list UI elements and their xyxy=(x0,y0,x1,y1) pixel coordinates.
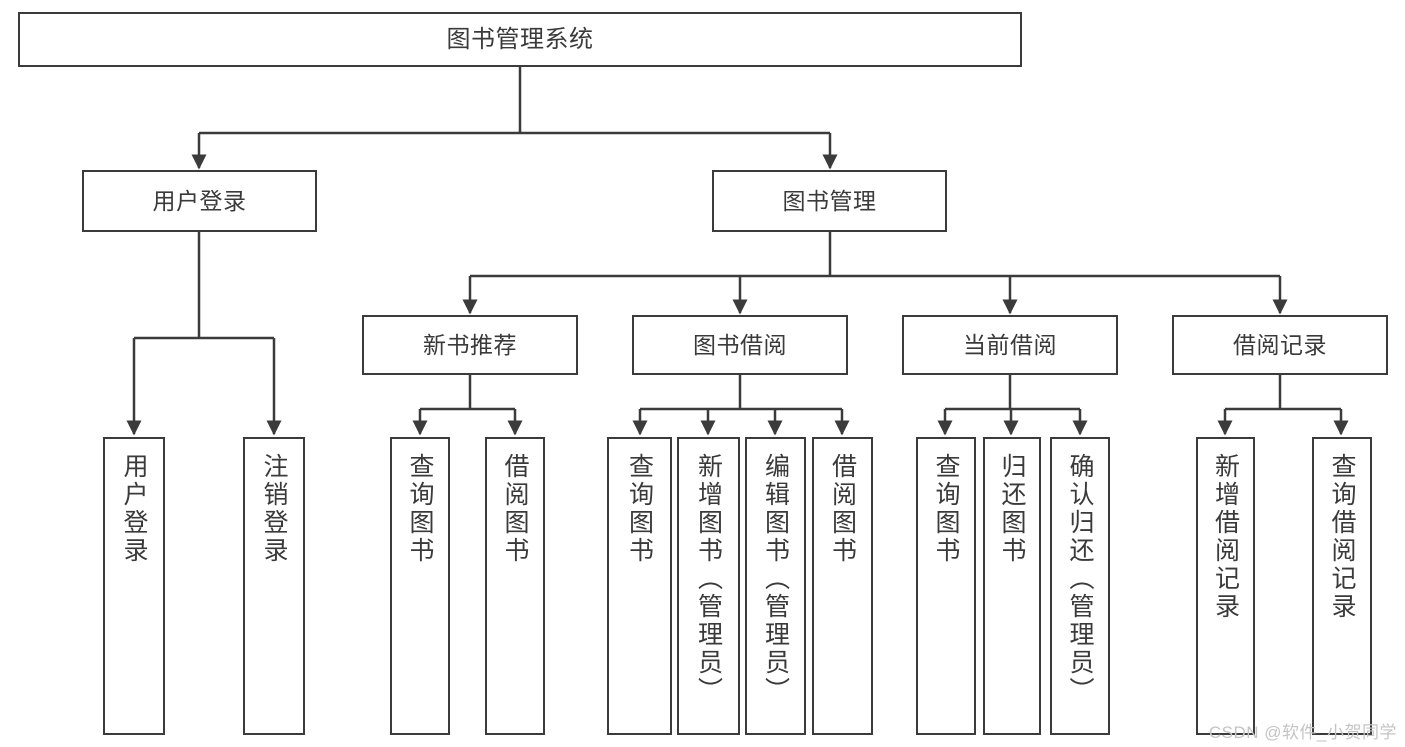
node-label: 借阅图书 xyxy=(828,453,857,565)
node-leaf-new-book-borrow[interactable]: 借阅图书 xyxy=(485,437,545,735)
node-leaf-book-borrow-add[interactable]: 新增图书（管理员） xyxy=(677,437,740,735)
node-label: 借阅图书 xyxy=(501,453,529,565)
node-label: 查询图书 xyxy=(625,453,654,565)
node-label: 用户登录 xyxy=(120,453,148,565)
node-label: 当前借阅 xyxy=(963,331,1057,358)
node-borrow-record[interactable]: 借阅记录 xyxy=(1172,315,1388,375)
node-leaf-user-login-login[interactable]: 用户登录 xyxy=(103,437,165,735)
node-leaf-current-borrow-query[interactable]: 查询图书 xyxy=(916,437,976,735)
node-leaf-current-borrow-return[interactable]: 归还图书 xyxy=(983,437,1041,735)
node-label: 用户登录 xyxy=(152,187,247,214)
node-leaf-current-borrow-confirm-return[interactable]: 确认归还（管理员） xyxy=(1050,437,1110,735)
node-label: 注销登录 xyxy=(260,453,288,565)
node-leaf-new-book-query[interactable]: 查询图书 xyxy=(390,437,450,735)
node-label: 查询图书 xyxy=(406,453,434,565)
node-label: 新书推荐 xyxy=(423,331,517,358)
node-label: 归还图书 xyxy=(998,453,1026,565)
node-label: 查询借阅记录 xyxy=(1328,453,1356,621)
node-leaf-book-borrow-query[interactable]: 查询图书 xyxy=(607,437,672,735)
node-label: 新增借阅记录 xyxy=(1211,453,1240,621)
node-leaf-borrow-record-add[interactable]: 新增借阅记录 xyxy=(1196,437,1255,735)
node-label: 借阅记录 xyxy=(1233,331,1327,358)
node-label: 新增图书（管理员） xyxy=(694,453,723,705)
node-book-management[interactable]: 图书管理 xyxy=(712,170,947,232)
node-leaf-borrow-record-query[interactable]: 查询借阅记录 xyxy=(1312,437,1372,735)
node-label: 确认归还（管理员） xyxy=(1066,453,1094,705)
node-leaf-user-login-logout[interactable]: 注销登录 xyxy=(243,437,305,735)
node-current-borrow[interactable]: 当前借阅 xyxy=(902,315,1118,375)
node-user-login[interactable]: 用户登录 xyxy=(82,170,317,232)
node-label: 图书管理 xyxy=(782,187,877,214)
node-book-borrow[interactable]: 图书借阅 xyxy=(632,315,848,375)
node-new-book-recommend[interactable]: 新书推荐 xyxy=(362,315,578,375)
node-leaf-book-borrow-edit[interactable]: 编辑图书（管理员） xyxy=(745,437,806,735)
node-label: 编辑图书（管理员） xyxy=(761,453,790,705)
node-root-book-management-system[interactable]: 图书管理系统 xyxy=(18,12,1022,67)
node-label: 查询图书 xyxy=(932,453,960,565)
csdn-watermark: CSDN @软件_小贺同学 xyxy=(1208,723,1397,742)
node-label: 图书管理系统 xyxy=(446,25,594,53)
node-leaf-book-borrow-borrow[interactable]: 借阅图书 xyxy=(812,437,873,735)
node-label: 图书借阅 xyxy=(693,331,787,358)
